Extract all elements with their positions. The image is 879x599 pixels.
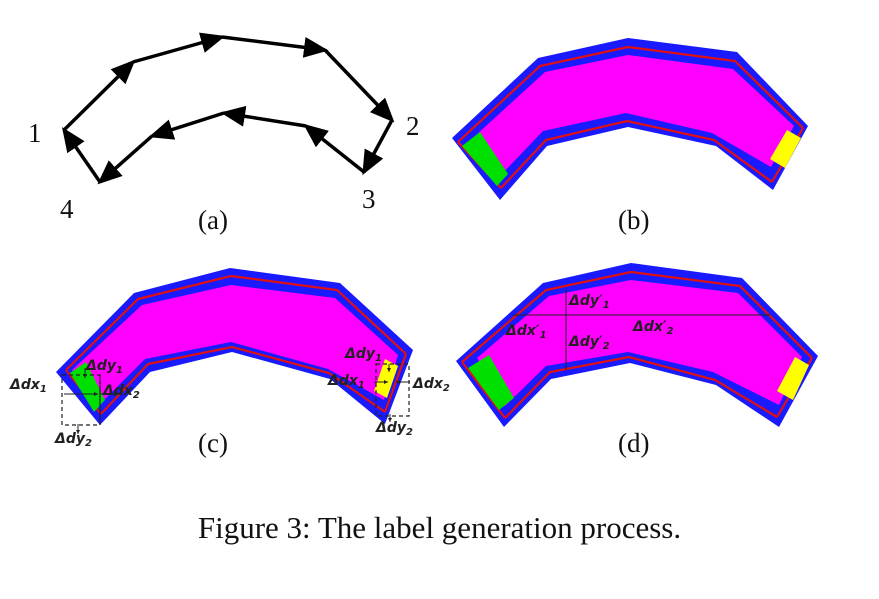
annotation-dx1-right: Δdx1	[327, 373, 365, 391]
annotation-dx1-right-sub: 1	[358, 380, 365, 391]
inner-region	[475, 55, 794, 176]
annotation-dx2-left-text: Δdx	[102, 383, 134, 399]
annotation-dy1-text: Δdy	[85, 358, 117, 374]
annotation-dx1-left-text: Δdx	[9, 377, 41, 393]
start-box	[462, 132, 508, 186]
corner-label-2: 2	[406, 111, 420, 141]
annotation-dy2-right-text: Δdy	[375, 420, 407, 436]
annotation-dx1-left: Δdx1	[9, 377, 47, 395]
panel-c-label: (c)	[198, 428, 228, 458]
annotation-dx2-left-sub: 2	[133, 390, 140, 401]
boundary-line-top	[65, 274, 407, 371]
dashed-guides-left	[61, 374, 101, 426]
boundary-line-left	[461, 361, 506, 419]
end-box	[374, 359, 398, 398]
inner-region	[72, 285, 398, 402]
inner-region	[477, 280, 802, 406]
annotation-dy1: Δdy1	[85, 358, 123, 376]
annotation-dx2-right-text: Δdx	[412, 376, 444, 392]
annotation-dxp2: Δdx′2	[632, 319, 674, 337]
annotation-dxp1-text: Δdx′	[505, 323, 540, 339]
boundary-line-bottom	[500, 119, 773, 189]
annotation-dx2-right-sub: 2	[443, 383, 450, 394]
panel-c: Δdy1 Δdx1 Δdx2 Δdy2 Δdy1 Δdx1 Δdx2 Δdy2 …	[9, 268, 450, 458]
corner-label-3: 3	[362, 184, 376, 214]
annotation-dy1-right: Δdy1	[344, 346, 382, 364]
annotation-dy2-left-text: Δdy	[54, 431, 86, 447]
annotation-dyp1-sub: 1	[603, 300, 610, 311]
annotation-dy1-right-sub: 1	[375, 353, 382, 364]
panel-a: 1 2 3 4 (a)	[28, 32, 420, 235]
boundary-line-bottom	[100, 345, 386, 415]
measure-lines-d	[513, 289, 770, 370]
annotation-dy1-right-text: Δdy	[344, 346, 376, 362]
annotation-dxp1: Δdx′1	[505, 323, 547, 341]
annotation-dy2-right-sub: 2	[406, 427, 413, 438]
annotation-dyp2-text: Δdy′	[568, 334, 603, 350]
annotation-dyp2-sub: 2	[603, 341, 610, 352]
end-box	[770, 130, 801, 168]
annotation-dyp1: Δdy′1	[568, 293, 610, 311]
annotation-dx1-left-sub: 1	[40, 384, 47, 395]
annotation-dx2-left: Δdx2	[102, 383, 140, 401]
boundary-line-right	[383, 353, 408, 413]
end-box	[777, 357, 809, 400]
panel-d: Δdy′1 Δdx′1 Δdx′2 Δdy′2 (d)	[456, 263, 818, 458]
annotation-dxp1-sub: 1	[540, 330, 547, 341]
annotation-dy1-sub: 1	[116, 365, 123, 376]
arrow-polyline	[62, 32, 395, 185]
annotation-dx2-right: Δdx2	[412, 376, 450, 394]
dashed-guides-right	[375, 363, 410, 417]
boundary-line-top	[461, 270, 813, 363]
annotation-dy2-right: Δdy2	[375, 420, 413, 438]
figure-caption: Figure 3: The label generation process.	[197, 510, 682, 545]
boundary-line-top	[457, 45, 804, 143]
corner-label-1: 1	[28, 118, 42, 148]
annotation-dy2-left-sub: 2	[85, 438, 92, 449]
annotation-dxp2-sub: 2	[667, 326, 674, 337]
annotation-dyp2: Δdy′2	[568, 334, 610, 352]
panel-b-label: (b)	[618, 205, 649, 235]
start-box	[468, 355, 514, 410]
annotation-dxp2-text: Δdx′	[632, 319, 667, 335]
panel-b: (b)	[452, 38, 808, 235]
annotation-dx1-right-text: Δdx	[327, 373, 359, 389]
measure-arrows-c	[64, 364, 410, 434]
boundary-line-bottom	[504, 355, 778, 419]
panel-d-label: (d)	[618, 428, 649, 458]
panel-a-label: (a)	[198, 205, 228, 235]
corner-label-4: 4	[60, 194, 74, 224]
annotation-dy2-left: Δdy2	[54, 431, 92, 449]
annotation-dyp1-text: Δdy′	[568, 293, 603, 309]
